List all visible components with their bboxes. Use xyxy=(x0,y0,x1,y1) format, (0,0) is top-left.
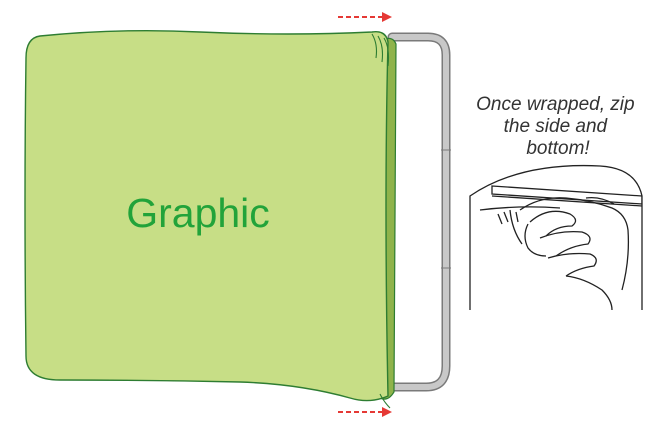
frame-joint-marks xyxy=(441,149,451,269)
hand-zipping-icon xyxy=(469,164,643,310)
instruction-line-2: the side and xyxy=(504,116,609,137)
frame-tube xyxy=(379,32,451,392)
graphic-label: Graphic xyxy=(126,190,270,236)
fabric-wrinkles xyxy=(371,33,391,409)
wrap-direction-arrow-bottom xyxy=(338,407,392,417)
svg-text:Once wrapped, zip the side: Once wrapped, zip the side and bottom! xyxy=(476,94,640,159)
instruction-line-3: bottom! xyxy=(526,138,590,159)
graphic-fabric-panel xyxy=(24,29,389,402)
wrap-direction-arrow-top xyxy=(338,12,392,22)
instruction-line-1: Once wrapped, zip xyxy=(476,94,634,115)
